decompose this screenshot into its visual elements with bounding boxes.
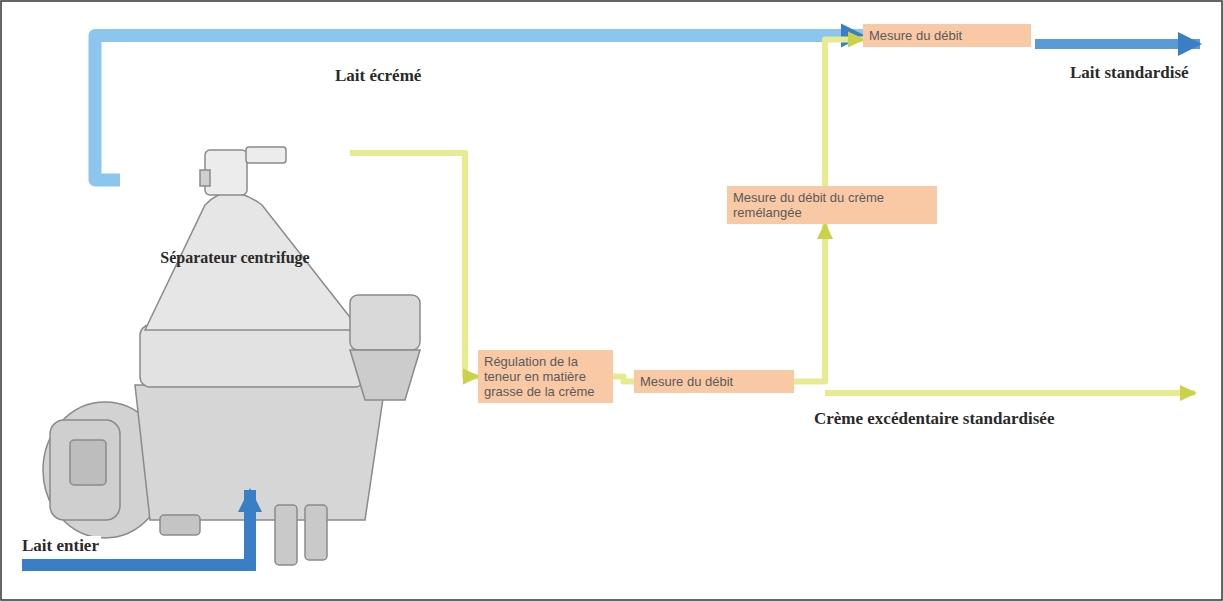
standardized-milk-outlet <box>1035 39 1200 49</box>
node-text: Mesure du débit <box>869 28 1025 43</box>
cream-line <box>794 224 825 382</box>
process-box: Régulation de la teneur en matière grass… <box>478 350 613 403</box>
output-label: Lait standardisé <box>1068 63 1191 82</box>
flow-label: Lait écrémé <box>333 66 423 85</box>
cream-line <box>825 40 863 187</box>
process-box: Mesure du débit du crème remélangée <box>727 186 937 224</box>
node-text: Régulation de la teneur en matière grass… <box>484 354 607 399</box>
node-text: Mesure du débit <box>640 374 788 389</box>
process-box: Mesure du débit <box>863 24 1031 47</box>
input-label: Lait entier <box>20 536 101 555</box>
skim-milk-line <box>95 36 863 181</box>
node-text: Mesure du débit du crème remélangée <box>733 190 931 220</box>
separator-body <box>43 147 420 565</box>
output-label: Crème excédentaire standardisée <box>812 409 1056 428</box>
separator-node: Séparateur centrifuge <box>120 140 350 420</box>
cream-line <box>613 377 634 382</box>
cream-line <box>350 153 478 377</box>
excess-cream-outlet <box>825 390 1195 396</box>
process-box: Mesure du débit <box>634 370 794 393</box>
node-text: Séparateur centrifuge <box>130 248 340 267</box>
